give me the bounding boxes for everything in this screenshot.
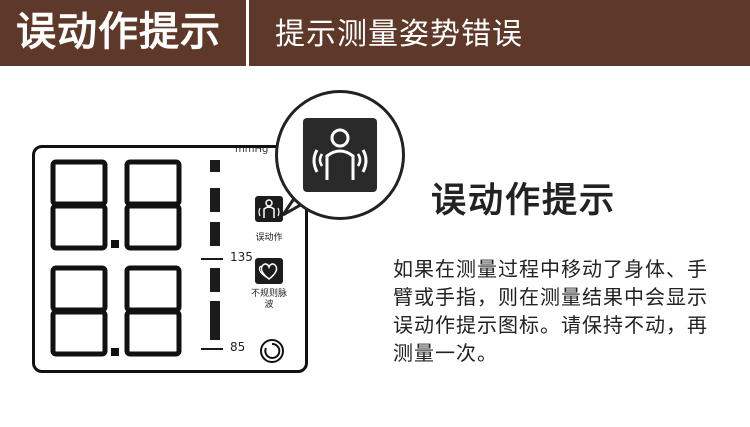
scale-label-85: 85 — [230, 340, 246, 354]
header-divider — [246, 0, 249, 66]
body-paragraph: 如果在测量过程中移动了身体、手臂或手指，则在测量结果中会显示误动作提示图标。请保… — [393, 257, 708, 365]
body-movement-icon — [255, 196, 283, 222]
callout-bubble — [275, 90, 405, 220]
lcd-display: mmHg 135 85 — [32, 145, 308, 373]
unit-label: mmHg — [235, 145, 269, 155]
scale-tick — [201, 348, 223, 350]
scale-label-135: 135 — [230, 250, 253, 264]
irregular-pulse-label: 不规则脉波 — [250, 289, 287, 310]
body-movement-label: 误动作 — [255, 233, 283, 243]
cycle-icon — [260, 339, 284, 363]
header-left-panel: 误动作提示 — [0, 0, 235, 66]
irregular-pulse-icon — [255, 258, 283, 284]
section-heading: 误动作提示 — [431, 181, 617, 221]
lcd-digits — [50, 159, 182, 357]
header-right-title: 提示测量姿势错误 — [275, 17, 523, 52]
scale-bar — [210, 324, 220, 340]
scale-bar — [210, 222, 220, 246]
body-movement-icon — [303, 118, 377, 192]
scale-bar — [210, 188, 220, 212]
scale-bar — [210, 268, 220, 292]
header-left-title: 误动作提示 — [16, 9, 221, 55]
scale-bar — [210, 301, 220, 325]
scale-tick — [201, 258, 223, 260]
scale-bar — [210, 160, 220, 172]
